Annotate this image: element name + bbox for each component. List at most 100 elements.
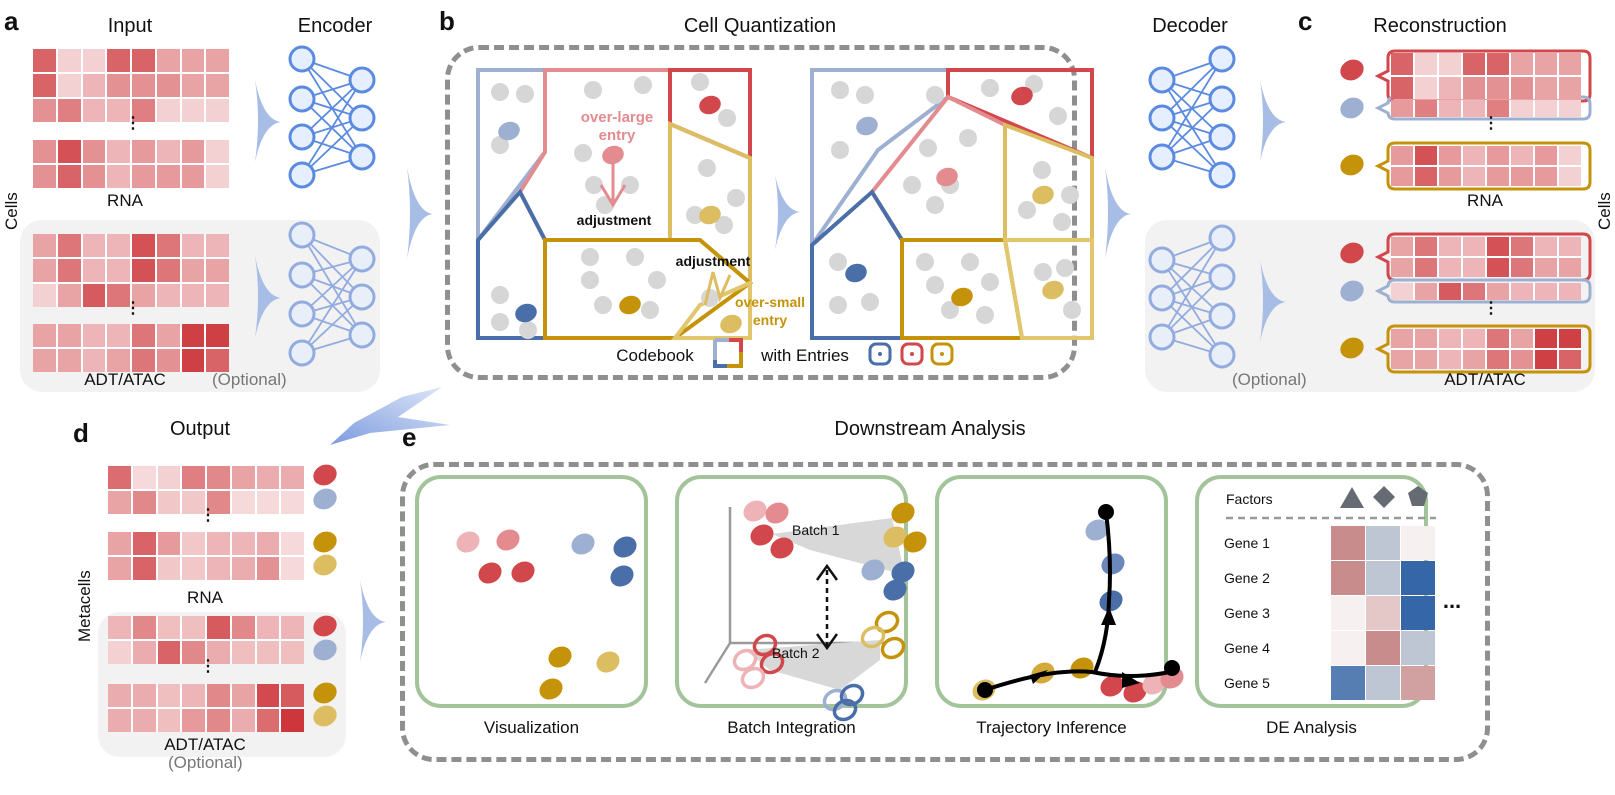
heatmap-cell: [206, 284, 229, 307]
heatmap-cell: [1559, 258, 1581, 277]
heatmap-cell: [206, 324, 229, 347]
heatmap-cell: [57, 165, 81, 188]
heatmap-cell: [1439, 350, 1461, 369]
network-node: [288, 261, 316, 289]
heatmap-cell: [1415, 53, 1437, 75]
trajectory-inference-caption: Trajectory Inference: [976, 718, 1127, 737]
cell-dot: [856, 86, 874, 104]
arrow-head: [815, 563, 839, 581]
cell-dot: [861, 293, 879, 311]
cell-dot: [581, 271, 599, 289]
heatmap-cell: [157, 532, 181, 555]
heatmap-cell: [108, 466, 131, 489]
heatmap-cell: [1415, 146, 1437, 165]
cell-dot: [641, 301, 659, 319]
recon-adt-atac-label: ADT/ATAC: [1444, 370, 1526, 389]
codebook-entry: [1042, 280, 1064, 300]
network-node: [1208, 123, 1236, 151]
heatmap-cell: [132, 99, 155, 122]
factors-label: Factors: [1226, 491, 1273, 507]
cell-dot: [1061, 186, 1079, 204]
heatmap-cell: [82, 165, 106, 188]
heatmap-cell: [182, 491, 205, 514]
network-node: [1148, 246, 1176, 274]
cell-cluster-point: [610, 565, 634, 587]
cell-dot: [829, 253, 847, 271]
heatmap-cell: [57, 349, 81, 372]
cell-cluster-point: [903, 531, 927, 553]
heatmap-cell: [181, 165, 205, 188]
heatmap-cell: [82, 349, 106, 372]
cell-dot: [1025, 75, 1043, 93]
cell-cluster-point: [1100, 675, 1124, 697]
heatmap-cell: [231, 491, 255, 514]
cell-dot: [916, 253, 934, 271]
heatmap-cell: [132, 165, 155, 188]
adt-input-heatmap-top: [33, 234, 229, 307]
heatmap-cell: [281, 709, 304, 732]
heatmap-cell: [1511, 237, 1533, 256]
heatmap-cell: [57, 234, 81, 257]
heatmap-cell: [107, 284, 130, 307]
heatmap-cell: [181, 49, 205, 72]
network-node: [288, 221, 316, 249]
heatmap-cell: [157, 491, 181, 514]
heatmap-cell: [231, 557, 255, 580]
panel-e-letter: e: [402, 422, 417, 452]
gene-label: Gene 1: [1224, 535, 1270, 551]
network-node: [1148, 143, 1176, 171]
entry-icon-gold: [930, 342, 954, 366]
trajectory-endpoint: [1098, 504, 1114, 520]
codebook-entry: [699, 95, 721, 115]
heatmap-cell: [1439, 283, 1461, 300]
cell-dot: [585, 176, 603, 194]
heatmap-cell: [1559, 167, 1581, 186]
heatmap-cell: [1391, 100, 1413, 117]
codebook-entry: [498, 121, 520, 141]
batch2-cell-ring: [759, 651, 785, 675]
heatmap-cell: [256, 641, 280, 664]
cell-cluster-point: [743, 500, 767, 522]
heatmap-cell: [108, 684, 131, 707]
codebook-entry: [936, 167, 958, 187]
cell-cluster-point: [1142, 673, 1166, 695]
input-title: Input: [107, 15, 153, 37]
network-node: [1148, 66, 1176, 94]
heatmap-cell: [107, 140, 130, 163]
arrow-to-output-icon: [330, 387, 450, 445]
heatmap-cell: [181, 74, 205, 97]
network-node: [1148, 104, 1176, 132]
heatmap-cell: [1511, 146, 1533, 165]
network-node: [348, 66, 376, 94]
heatmap-cell: [1535, 283, 1557, 300]
network-edge: [1161, 98, 1223, 158]
heatmap-cell: [1463, 329, 1485, 348]
heatmap-cell: [207, 491, 230, 514]
metacell-marker: [313, 464, 337, 486]
recon-rna-heatmap-2: [1391, 100, 1581, 117]
network-node: [288, 161, 316, 189]
heatmap-cell: [1487, 329, 1509, 348]
heatmap-cell: [156, 165, 180, 188]
network-node: [1208, 302, 1236, 330]
network-node: [1148, 284, 1176, 312]
heatmap-cell: [33, 324, 56, 347]
panel-c-letter: c: [1298, 6, 1313, 36]
output-title: Output: [169, 418, 231, 440]
cell-dot: [648, 271, 666, 289]
cell-dot: [1053, 213, 1071, 231]
heatmap-cell: [1415, 329, 1437, 348]
cell-dot: [516, 85, 534, 103]
cell-cluster-point: [539, 678, 563, 700]
heatmap-cell: [1391, 258, 1413, 277]
heatmap-cell: [231, 532, 255, 555]
heatmap-cell: [108, 532, 131, 555]
batch2-cell-ring: [822, 688, 848, 712]
gene-label: Gene 5: [1224, 675, 1270, 691]
cell-dot: [976, 306, 994, 324]
heatmap-cell: [1391, 53, 1413, 75]
network-edge: [301, 258, 363, 315]
metacell-adt-heatmap-top: [108, 616, 304, 664]
region-pale-gold: [670, 279, 752, 340]
heatmap-cell: [207, 557, 230, 580]
